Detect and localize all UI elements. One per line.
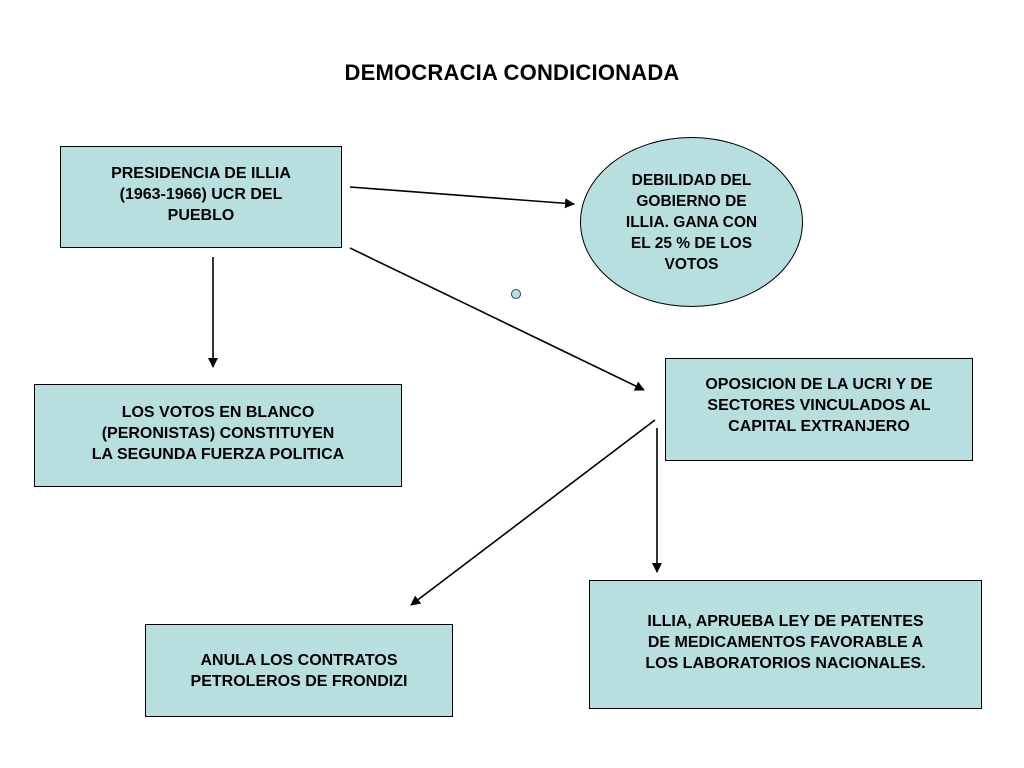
small-circle-shape — [511, 289, 521, 299]
node-votos-en-blanco-text: LOS VOTOS EN BLANCO (PERONISTAS) CONSTIT… — [91, 404, 345, 463]
node-ley-patentes: ILLIA, APRUEBA LEY DE PATENTES DE MEDICA… — [589, 580, 982, 709]
node-oposicion-ucri-text: OPOSICION DE LA UCRI Y DE SECTORES VINCU… — [705, 376, 933, 435]
diagram-title: DEMOCRACIA CONDICIONADA — [344, 60, 680, 85]
node-presidencia-illia: PRESIDENCIA DE ILLIA (1963-1966) UCR DEL… — [60, 146, 342, 248]
node-anula-contratos-text: ANULA LOS CONTRATOS PETROLEROS DE FRONDI… — [190, 651, 408, 690]
node-votos-en-blanco: LOS VOTOS EN BLANCO (PERONISTAS) CONSTIT… — [34, 384, 402, 487]
node-presidencia-illia-text: PRESIDENCIA DE ILLIA (1963-1966) UCR DEL… — [111, 164, 291, 224]
node-ley-patentes-text: ILLIA, APRUEBA LEY DE PATENTES DE MEDICA… — [645, 613, 926, 672]
node-oposicion-ucri: OPOSICION DE LA UCRI Y DE SECTORES VINCU… — [665, 358, 973, 461]
arrow-presidencia-to-debilidad — [349, 186, 575, 209]
arrow-oposicion-to-anula — [410, 419, 656, 606]
node-debilidad-gobierno: DEBILIDAD DEL GOBIERNO DE ILLIA. GANA CO… — [580, 137, 803, 307]
node-debilidad-gobierno-text: DEBILIDAD DEL GOBIERNO DE ILLIA. GANA CO… — [625, 171, 758, 273]
node-anula-contratos: ANULA LOS CONTRATOS PETROLEROS DE FRONDI… — [145, 624, 453, 717]
